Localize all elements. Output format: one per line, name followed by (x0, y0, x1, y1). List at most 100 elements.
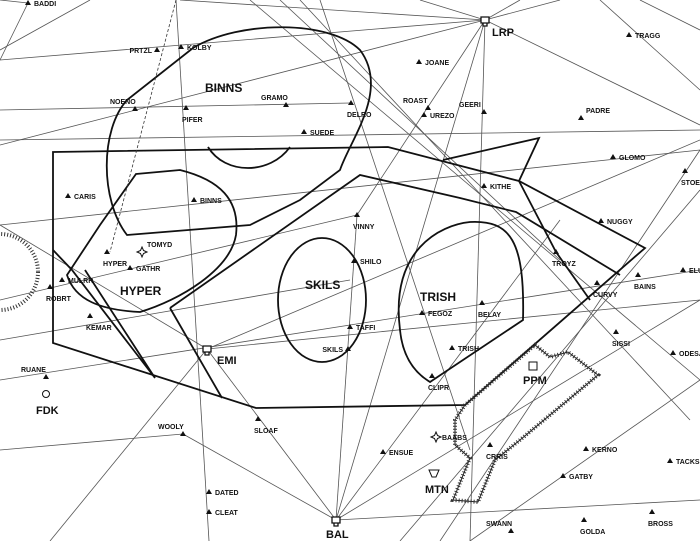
fix-troyz[interactable]: TROYZ (552, 249, 576, 268)
fix-cleat[interactable]: CLEAT (206, 509, 239, 517)
fix-label: TAFFI (356, 325, 375, 332)
fix-elude[interactable]: ELUDE (680, 267, 700, 275)
airway-line (335, 499, 700, 521)
fix-triangle-icon (583, 446, 589, 451)
fix-label: TRAGG (635, 33, 661, 40)
fix-triangle-icon (351, 258, 357, 263)
airway-line (469, 19, 486, 541)
fix-suede[interactable]: SUEDE (301, 129, 334, 137)
fix-hyper[interactable]: HYPER (103, 249, 127, 268)
airway-line (249, 0, 700, 381)
fix-golda[interactable]: GOLDA (580, 517, 605, 536)
fix-curvy[interactable]: CURVY (593, 280, 618, 299)
airway-line (399, 189, 700, 541)
fix-bross[interactable]: BROSS (648, 509, 673, 528)
airway-line (0, 0, 91, 51)
fix-caris[interactable]: CARIS (65, 193, 96, 201)
fix-vinny[interactable]: VINNY (353, 212, 375, 231)
restricted-circle (0, 232, 40, 312)
fix-label: TACKS (676, 459, 700, 466)
fix-triangle-icon (183, 105, 189, 110)
fix-mulrr[interactable]: MULRR (59, 277, 93, 285)
fix-label: FEGOZ (428, 311, 453, 318)
binns-area (105, 26, 372, 236)
fix-fegoz[interactable]: FEGOZ (419, 310, 453, 318)
fix-tacks[interactable]: TACKS (667, 458, 700, 466)
fix-joane[interactable]: JOANE (416, 59, 449, 67)
fix-sloaf[interactable]: SLOAF (254, 416, 278, 435)
fix-tomyd[interactable]: TOMYD (135, 242, 172, 259)
fix-tragg[interactable]: TRAGG (626, 32, 661, 40)
fix-triangle-icon (191, 197, 197, 202)
fix-ruane[interactable]: RUANE (21, 367, 49, 379)
fix-bains[interactable]: BAINS (634, 272, 656, 291)
fix-gramo[interactable]: GRAMO (261, 95, 289, 107)
fix-label: SISSI (612, 341, 630, 348)
fix-label: SUEDE (310, 130, 334, 137)
fixes: BADDI PRTZL KOLBY NOENO PIFER GRAMO SUEDE DELRO… (21, 0, 700, 536)
fix-stoen[interactable]: STOEN (681, 168, 700, 187)
fix-label: MULRR (68, 278, 93, 285)
fix-triangle-icon (47, 284, 53, 289)
navaid-bal[interactable]: BAL (326, 516, 349, 541)
fix-noeno[interactable]: NOENO (110, 99, 138, 111)
fix-kolby[interactable]: KOLBY (178, 44, 212, 52)
fix-gatby[interactable]: GATBY (560, 473, 593, 481)
fix-triangle-icon (104, 249, 110, 254)
fix-padre[interactable]: PADRE (578, 108, 610, 120)
fix-belay[interactable]: BELAY (478, 300, 501, 319)
fix-label: GRAMO (261, 95, 288, 102)
fix-label: ENSUE (389, 450, 413, 457)
navaid-mtn[interactable]: MTN (425, 469, 449, 496)
navaid-ppm[interactable]: PPM (523, 361, 547, 387)
fix-robrt[interactable]: ROBRT (46, 284, 72, 303)
fix-gathr[interactable]: GATHR (127, 265, 160, 273)
fix-sissi[interactable]: SISSI (612, 329, 630, 348)
fix-baddi[interactable]: BADDI (25, 0, 56, 8)
fix-delro[interactable]: DELRO (347, 100, 372, 119)
fix-label: GATBY (569, 474, 593, 481)
fix-label: PIFER (182, 117, 203, 124)
airway-line (419, 0, 486, 21)
navaid-emi[interactable]: EMI (202, 345, 237, 367)
navaid-lrp[interactable]: LRP (480, 16, 514, 39)
vortac-icon (480, 16, 490, 27)
fix-triangle-icon (487, 442, 493, 447)
fix-glomo[interactable]: GLOMO (610, 154, 646, 162)
fix-urezo[interactable]: UREZO (421, 112, 455, 120)
fix-label: KERNO (592, 447, 618, 454)
fix-trish[interactable]: TRISH (449, 345, 479, 353)
fix-clipr[interactable]: CLIPR (428, 373, 449, 392)
fix-triangle-icon (301, 129, 307, 134)
navaid-label: FDK (36, 405, 59, 417)
fix-kithe[interactable]: KITHE (481, 183, 511, 191)
fix-wooly[interactable]: WOOLY (158, 424, 186, 436)
fix-binns[interactable]: BINNS (191, 197, 222, 205)
fix-roast[interactable]: ROAST (403, 98, 431, 110)
fix-pifer[interactable]: PIFER (182, 105, 203, 124)
fix-swann[interactable]: SWANN (486, 521, 514, 533)
fix-dated[interactable]: DATED (206, 489, 239, 497)
fix-odesa[interactable]: ODESA (670, 350, 700, 358)
fix-skils[interactable]: SKILS (322, 346, 351, 354)
fix-crris[interactable]: CRRIS (486, 442, 508, 461)
fix-ensue[interactable]: ENSUE (380, 449, 413, 457)
airway-line (299, 0, 691, 421)
fix-label: ROBRT (46, 296, 72, 303)
fix-kemar[interactable]: KEMAR (86, 313, 112, 332)
fix-triangle-icon (479, 300, 485, 305)
fix-triangle-icon (560, 473, 566, 478)
fix-triangle-icon (345, 346, 351, 351)
fix-nuggy[interactable]: NUGGY (598, 218, 633, 226)
fix-taffi[interactable]: TAFFI (347, 324, 375, 332)
navaid-fdk[interactable]: FDK (36, 390, 59, 418)
fix-baabs[interactable]: BAABS (429, 430, 467, 444)
fix-prtzl[interactable]: PRTZL (129, 47, 160, 55)
fix-kerno[interactable]: KERNO (583, 446, 618, 454)
fix-triangle-icon (348, 100, 354, 105)
fix-geeri[interactable]: GEERI (459, 102, 487, 114)
fix-triangle-icon (154, 47, 160, 52)
airway-line (0, 102, 351, 111)
fix-shilo[interactable]: SHILO (351, 258, 382, 266)
airway-line (484, 19, 700, 126)
